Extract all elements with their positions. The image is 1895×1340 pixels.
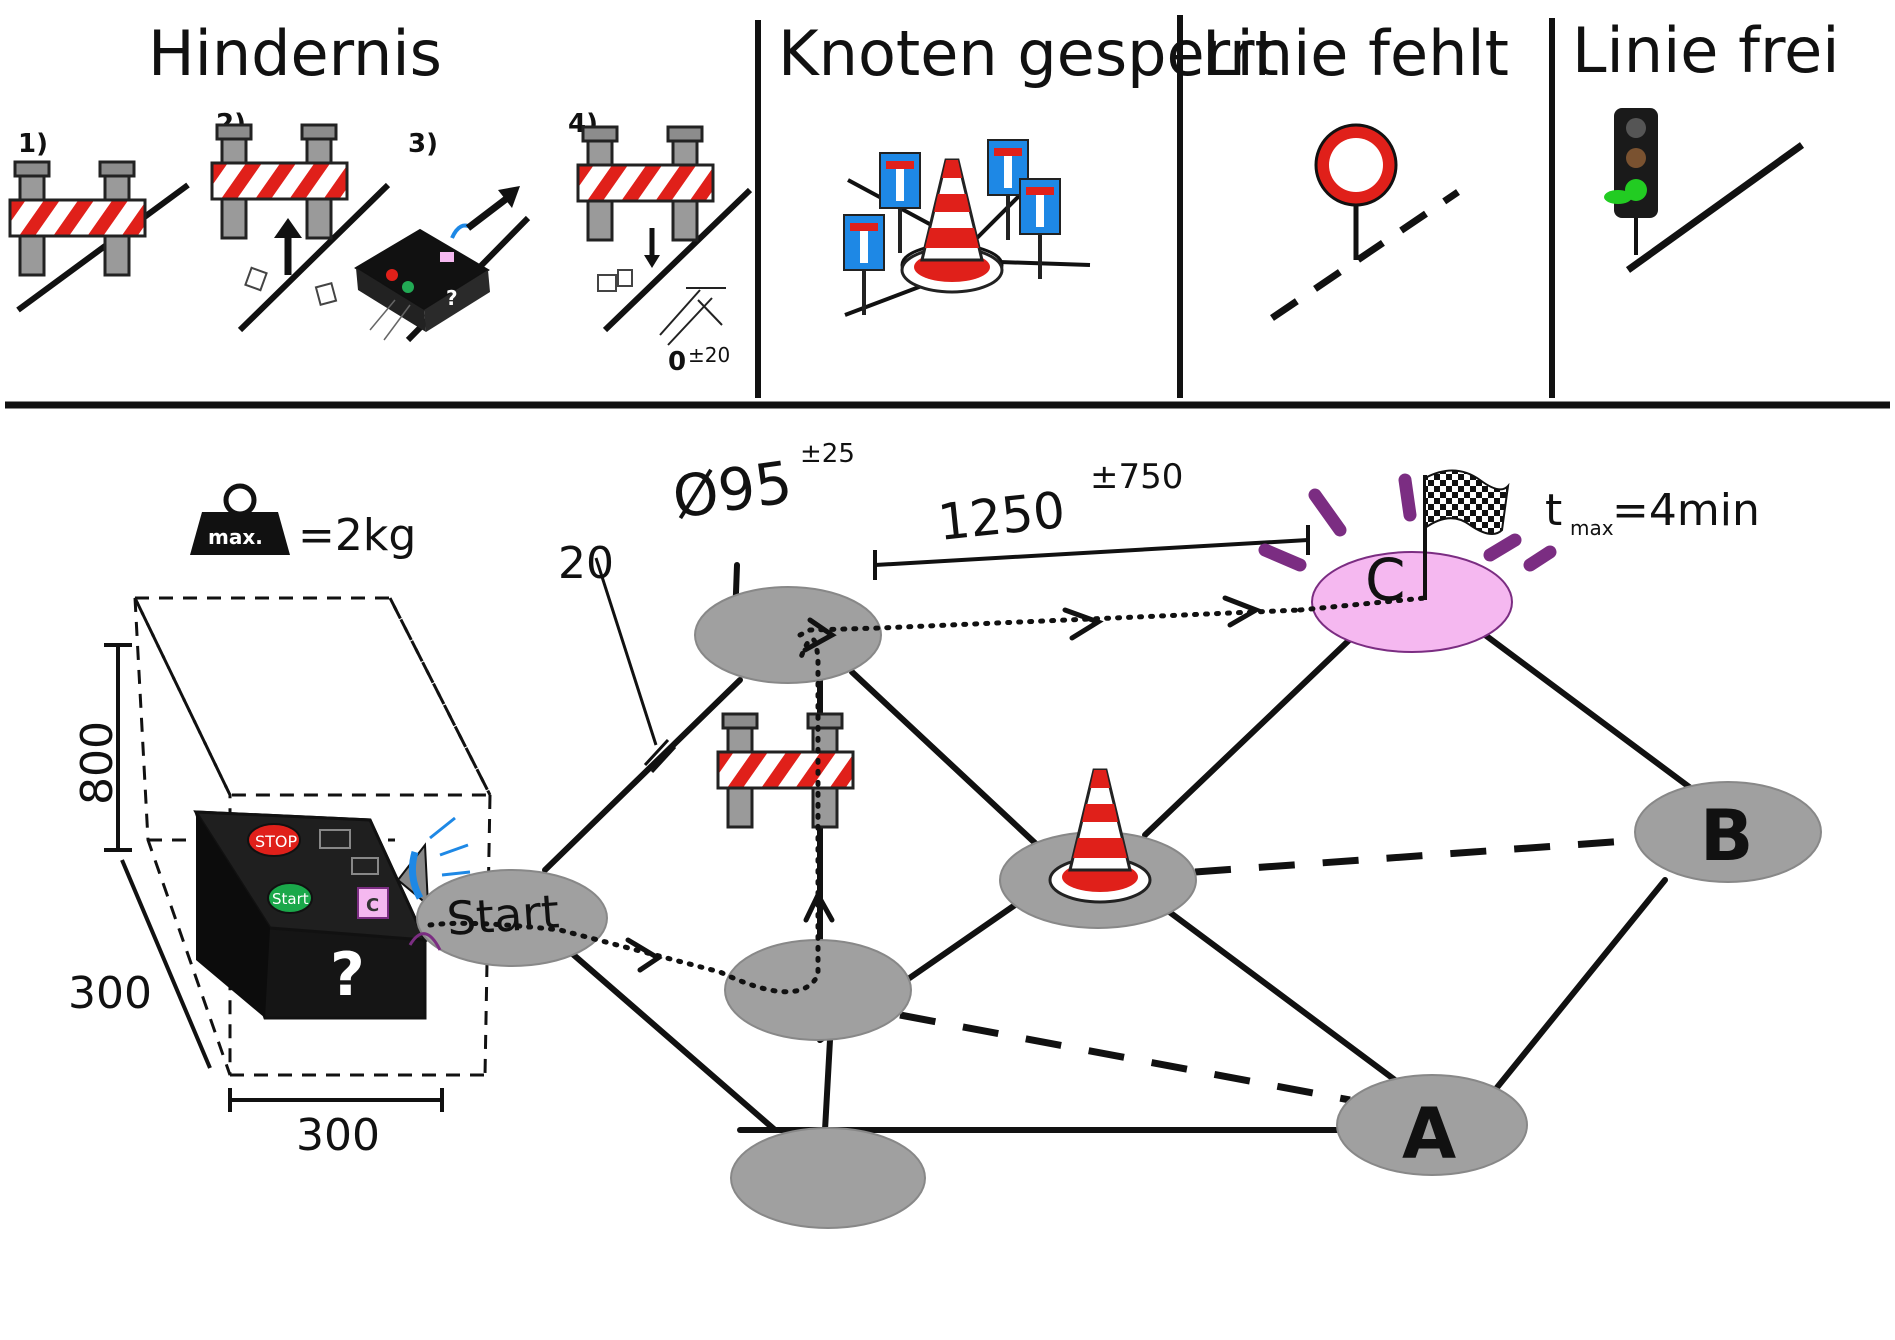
node-a[interactable] [1336, 1074, 1528, 1176]
node-b-label: B [1700, 795, 1753, 877]
path-start-mark [408, 932, 442, 951]
node[interactable] [724, 939, 912, 1041]
barrier-icon [210, 123, 349, 240]
line-width-tick [643, 738, 670, 767]
barrier-icon [8, 160, 147, 277]
segment-length-label: 1250 [935, 481, 1068, 552]
time-limit-sub: max [1570, 516, 1614, 540]
legend-step-1: 1) [18, 129, 48, 159]
arrow-forward-icon-head [498, 186, 520, 208]
segment-length-marker [873, 525, 1310, 580]
weight-tag: max. [208, 525, 263, 549]
node[interactable] [694, 586, 882, 684]
stop-label: STOP [255, 832, 298, 851]
dim-depth: 300 [68, 968, 152, 1019]
line-width-label: 20 [558, 538, 614, 589]
time-limit-base: t [1545, 485, 1562, 536]
legend-line-free: Linie frei [1572, 14, 1839, 273]
motion-line [369, 299, 396, 331]
unknown-mark: ? [330, 940, 365, 1010]
legend-node-blocked: Knoten gesperrt [778, 17, 1279, 317]
no-entry-sign-icon [1314, 123, 1398, 260]
missing-lines [899, 836, 1641, 1104]
legend-step-3: 3) [408, 129, 438, 159]
target-display [357, 887, 389, 919]
segment-length-tol: ±750 [1090, 457, 1183, 497]
traffic-light-icon [1604, 108, 1658, 255]
legend-obstacle: Hindernis 1) 2) 3) 4) ? [8, 17, 753, 377]
checkered-flag-icon [1423, 469, 1510, 600]
legend-line-missing-title: Linie fehlt [1202, 17, 1509, 90]
dashed-line [1270, 189, 1460, 321]
arrow-up-icon-head [274, 218, 302, 238]
node-diameter-tol: ±25 [800, 439, 855, 469]
sensor-light-icon [396, 816, 471, 908]
tolerance-exp: ±20 [688, 343, 730, 367]
time-limit-rest: =4min [1612, 485, 1760, 536]
dim-height: 800 [72, 721, 123, 805]
path-arrows [625, 595, 1262, 973]
legend-line-4 [602, 187, 753, 333]
legend-line-missing: Linie fehlt [1202, 17, 1509, 321]
start-label: Start [272, 890, 309, 908]
node-c-glow [1258, 473, 1557, 572]
arrow-down-icon-head [644, 255, 660, 268]
dim-width: 300 [296, 1110, 380, 1161]
line-width-leader [594, 557, 658, 746]
robot-icon: STOP Start C ? [193, 810, 471, 1020]
barrier-icon [576, 125, 715, 242]
node-start[interactable] [416, 869, 608, 967]
solid-line [1625, 142, 1805, 273]
debris-icon [597, 274, 617, 292]
legend-line-1 [16, 182, 190, 313]
start-button[interactable] [267, 882, 313, 914]
robot-icon: ? [354, 223, 490, 332]
tolerance-value: 0 [668, 347, 686, 377]
legend-line-free-title: Linie frei [1572, 14, 1839, 87]
dead-end-sign-icon [842, 213, 886, 317]
dimension-lines [104, 643, 444, 1112]
display-icon [319, 829, 351, 849]
legend-panel: Hindernis 1) 2) 3) 4) ? [5, 14, 1890, 409]
debris-icon [617, 269, 633, 287]
robot-spec: max. =2kg 800 300 300 [68, 483, 493, 1161]
legend-node-blocked-title: Knoten gesperrt [778, 17, 1279, 90]
node-c-label: C [1365, 546, 1406, 614]
line-width-tick [650, 745, 677, 774]
node-c[interactable] [1311, 551, 1513, 653]
tolerance-marker [659, 287, 726, 346]
node[interactable] [730, 1127, 926, 1229]
node-a-label: A [1402, 1093, 1456, 1175]
legend-line-2 [237, 182, 391, 333]
arrow-forward-icon [465, 193, 513, 231]
target-label: C [366, 895, 379, 916]
weight-value: =2kg [298, 510, 416, 561]
node-start-label: Start [445, 884, 561, 946]
display-icon [351, 857, 379, 875]
debris-icon [244, 266, 268, 292]
barrier-icon [716, 712, 855, 829]
debris-icon [314, 282, 338, 306]
node-b[interactable] [1634, 781, 1822, 883]
weight-icon: max. [190, 483, 290, 555]
dead-end-sign-icon [878, 151, 922, 255]
legend-obstacle-title: Hindernis [148, 17, 442, 90]
unknown-mark: ? [446, 286, 458, 310]
motion-line [383, 304, 411, 341]
stop-button[interactable] [247, 823, 301, 857]
track-network: 20 Ø95 ±25 1250 ±750 t max =4min Start B… [408, 439, 1822, 1229]
node-diameter-label: Ø95 [668, 448, 796, 532]
